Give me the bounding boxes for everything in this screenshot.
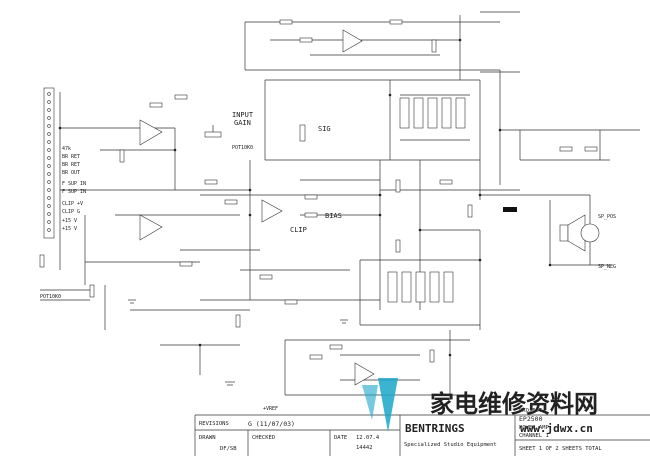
pin-label: BR RET (62, 154, 80, 160)
sig-label: SIG (318, 125, 331, 133)
junctions (58, 38, 552, 357)
potentiometer-input-gain (204, 125, 222, 138)
vref-label: +VREF (263, 406, 278, 412)
pin-label: F SUP IN (62, 181, 86, 187)
ground-symbols (128, 299, 348, 386)
sheet-info: SHEET 1 OF 2 SHEETS TOTAL (519, 446, 602, 452)
opamp-driver (261, 199, 283, 223)
drawn-value: DF/SB (220, 446, 237, 452)
description-line: CHANNEL 1 (519, 433, 549, 439)
watermark-logo-icon (378, 378, 398, 432)
input-gain-label: INPUT (232, 111, 254, 119)
speaker-positive-label: SP_POS (598, 214, 616, 220)
project-value: EP2500 (519, 415, 543, 423)
watermark-chinese: 家电维修资料网 (430, 390, 598, 418)
title-block: REVISIONS G (11/07/03) DRAWN DF/SB CHECK… (194, 408, 650, 456)
speaker-negative-label: SP_NEG (598, 264, 616, 270)
bias-label: BIAS (325, 212, 342, 220)
pin-label: F SUP IN (62, 189, 86, 195)
opamp-protect-b (354, 362, 375, 386)
pin-label: BR RET (62, 162, 80, 168)
checked-label: CHECKED (252, 435, 275, 441)
revision-value: G (11/07/03) (248, 420, 295, 428)
input-gain-label-2: GAIN (234, 119, 251, 127)
watermark-url: www.jdwx.cn (520, 422, 593, 435)
connector-pin-markers (47, 92, 51, 232)
pot-label: POT10K0 (40, 294, 61, 300)
clip-label: CLIP (290, 226, 307, 234)
company-name: Specialized Studio Equipment (404, 442, 497, 448)
watermark-brand: BENTRINGS (405, 422, 465, 435)
drawn-label: DRAWN (199, 435, 216, 441)
passive-components (39, 19, 598, 363)
revisions-label: REVISIONS (199, 421, 229, 427)
pot-label: POT10K0 (232, 145, 253, 151)
output-transistors-lower (387, 271, 454, 303)
potentiometer-sig (299, 124, 306, 142)
description-line: POWER AMP (519, 425, 549, 431)
opamp-balance (139, 214, 163, 241)
pin-label: +15 V (62, 218, 77, 224)
pin-label: +15 V (62, 226, 77, 232)
input-connector (43, 87, 55, 239)
project-label: PROJECT (519, 408, 543, 414)
speaker (559, 214, 600, 252)
pin-label: 47k (62, 146, 71, 152)
drawing-number: 14442 (356, 445, 373, 451)
pin-label: CLIP G (62, 209, 80, 215)
watermark: BENTRINGS 家电维修资料网 www.jdwx.cn (362, 378, 598, 435)
date-value: 12.07.4 (356, 435, 380, 441)
pin-label: CLIP +V (62, 201, 83, 207)
schematic-wiring (40, 11, 640, 400)
connector-pins: 47k BR RET BR RET BR OUT F SUP IN F SUP … (47, 92, 86, 232)
opamp-protect-a (342, 29, 363, 53)
date-label: DATE (334, 435, 347, 441)
output-transistors-upper (399, 97, 466, 129)
pin-label: BR OUT (62, 170, 80, 176)
opamp-input (139, 119, 163, 146)
